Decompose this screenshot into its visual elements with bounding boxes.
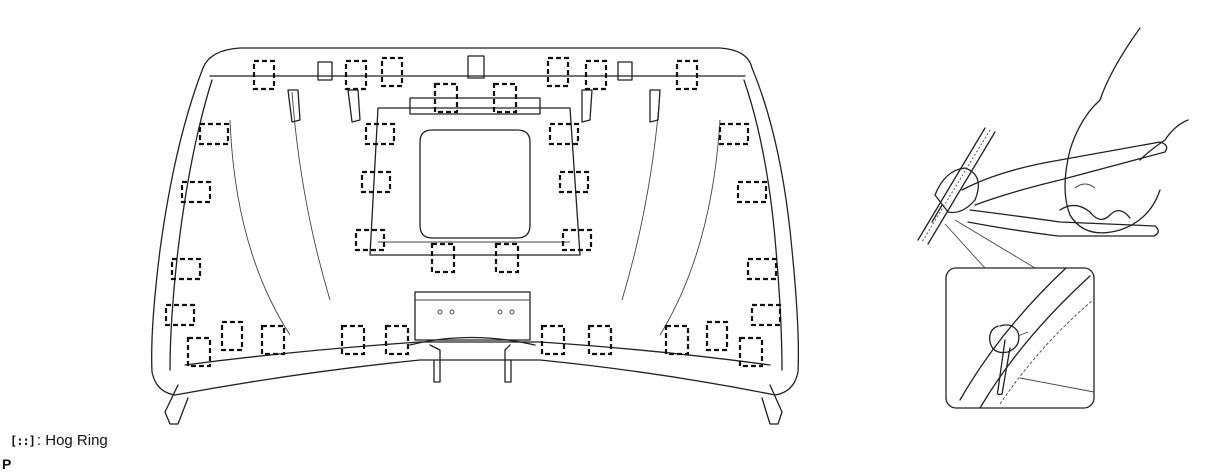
hog-ring (340, 324, 366, 356)
hog-ring (746, 257, 778, 281)
hog-ring (736, 180, 768, 204)
hog-ring (260, 324, 286, 356)
hog-ring (492, 82, 518, 114)
hog-ring (360, 170, 392, 194)
hog-ring (186, 336, 212, 368)
center-opening (369, 97, 581, 256)
page-marker: P (2, 456, 12, 472)
legend: [::] : Hog Ring (10, 432, 108, 449)
hog-ring (198, 122, 230, 146)
hog-ring (664, 324, 690, 356)
hog-ring (675, 59, 699, 91)
bottom-bracket (409, 291, 536, 383)
hog-ring (546, 56, 570, 88)
hog-ring (540, 324, 566, 356)
hog-ring (433, 82, 459, 114)
hog-ring (494, 242, 520, 274)
hog-ring (718, 122, 750, 146)
detail-inset (945, 267, 1095, 409)
hog-ring (252, 59, 276, 91)
hog-ring (738, 336, 764, 368)
hog-ring (344, 59, 368, 91)
hog-ring (364, 122, 396, 146)
hog-ring (430, 242, 456, 274)
hog-ring (750, 303, 782, 327)
hog-ring (164, 303, 196, 327)
hog-ring (584, 59, 608, 91)
hog-ring (587, 324, 613, 356)
hog-ring (220, 320, 244, 352)
hog-ring-icon: [::] (10, 433, 36, 448)
pliers-illustration (917, 27, 1189, 269)
cushion-frame (151, 47, 800, 425)
legend-label: : Hog Ring (36, 432, 108, 449)
hog-ring (548, 122, 580, 146)
hog-ring (380, 56, 404, 88)
hog-ring (561, 228, 593, 252)
hog-ring (705, 320, 729, 352)
hog-ring (384, 324, 410, 356)
hog-rings (164, 56, 782, 368)
